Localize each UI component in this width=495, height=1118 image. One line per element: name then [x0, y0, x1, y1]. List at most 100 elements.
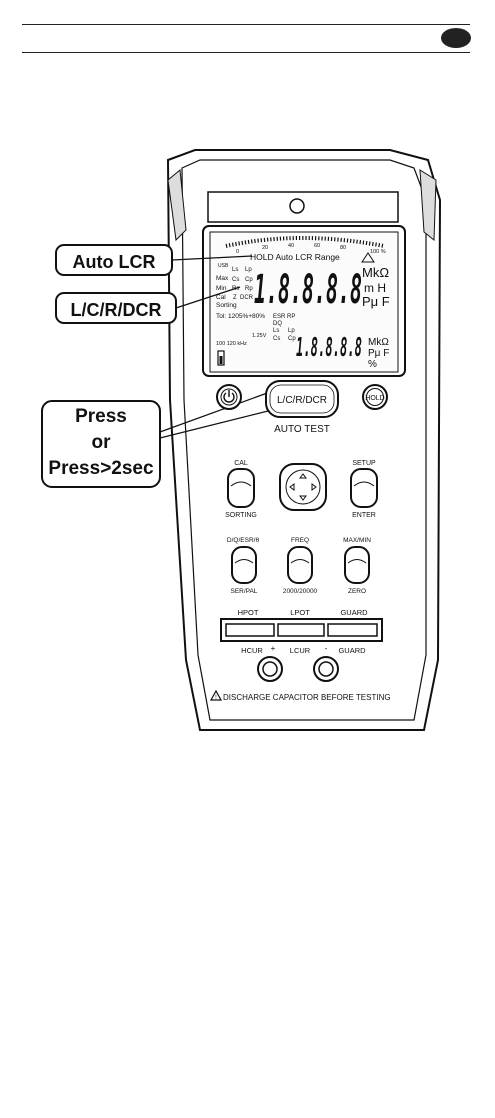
lcd-annunciator: 1.25V [252, 333, 267, 339]
setup-button-ridge [353, 481, 375, 487]
lcd-annunciator: 100 120 kHz [216, 341, 247, 347]
setup-enter-button[interactable] [350, 468, 378, 508]
dq-serpal-button[interactable] [231, 546, 257, 584]
lcd-scale-tick-label: 60 [314, 243, 320, 249]
lcd-annunciator: ESR RP [273, 314, 295, 320]
navigation-pad[interactable] [279, 463, 327, 511]
lcd-annunciator: Lp [288, 328, 295, 334]
lcd-bar-scale [225, 236, 385, 248]
lcd-annunciator: Cs [273, 336, 280, 342]
lcd-annunciator: Cs [232, 277, 239, 283]
ser-pal-label: SER/PAL [231, 588, 258, 595]
guard-top-label: GUARD [340, 608, 368, 617]
plus-label: + [271, 644, 276, 653]
top-window [207, 191, 399, 223]
minus-label: - [325, 644, 328, 653]
callout-press-line2: or [92, 432, 112, 453]
lcd-main-unit-2: Pμ F [362, 294, 390, 309]
lcr-dcr-key-label: L/C/R/DCR [277, 395, 327, 406]
dq-button-ridge [234, 559, 254, 564]
hcur-jack-inner [262, 661, 278, 677]
page-tab-marker [441, 28, 471, 48]
lcd-main-unit-1: m H [364, 281, 386, 295]
lcd-annunciator: Lp [245, 267, 252, 273]
hpot-terminal[interactable] [225, 623, 275, 637]
freq-button[interactable] [287, 546, 313, 584]
power-icon [223, 390, 235, 403]
dq-esr-label: D/Q/ESR/θ [227, 537, 260, 544]
callout-auto-lcr-leader [171, 255, 253, 261]
lcd-top-line: HOLD Auto LCR Range [250, 252, 340, 262]
lcd-annunciator: DQ [273, 321, 282, 327]
mount-hole-icon [289, 198, 305, 214]
callout-press-leader-b [159, 409, 273, 439]
lcd-annunciator: DCR [240, 295, 254, 301]
lcd-left-annunciators: USBLsLpMaxCsCpMinRsRpCalZDCRSortingTol:1… [216, 263, 296, 347]
lpot-terminal[interactable] [277, 623, 325, 637]
hcur-label: HCUR [241, 646, 263, 655]
maxmin-label: MAX/MIN [343, 537, 371, 544]
header-rule-top [22, 24, 470, 25]
lcd-annunciator: Cp [245, 277, 253, 283]
lcr-dcr-key-inner [269, 384, 335, 414]
freq-label: FREQ [291, 537, 309, 544]
setup-label: SETUP [352, 460, 376, 467]
nav-down-icon[interactable] [299, 495, 307, 501]
nav-up-icon[interactable] [299, 473, 307, 479]
battery-icon [217, 350, 225, 366]
maxmin-zero-button[interactable] [344, 546, 370, 584]
lcd-scale-tick-label: 40 [288, 243, 294, 249]
callout-press-box [41, 400, 161, 488]
navigation-pad-ring [285, 469, 321, 505]
lcd-annunciator: Max [216, 275, 229, 282]
freq-button-ridge [290, 559, 310, 564]
cal-sorting-button[interactable] [227, 468, 255, 508]
nav-left-icon[interactable] [289, 483, 295, 491]
lcur-label: LCUR [290, 646, 311, 655]
callout-press-leader-a [159, 391, 271, 433]
lcd-sub-unit-2: % [368, 359, 377, 370]
lcur-jack[interactable] [313, 656, 339, 682]
enter-label: ENTER [352, 512, 376, 519]
maxmin-button-ridge [347, 559, 367, 564]
warning-text: DISCHARGE CAPACITOR BEFORE TESTING [223, 693, 391, 702]
battery-fill [219, 356, 223, 364]
cal-button-ridge [230, 481, 252, 487]
lcd-annunciator: Tol: [216, 313, 226, 320]
lcd-annunciator: 1205%+80% [228, 313, 265, 320]
lcd-main-unit-0: MkΩ [362, 265, 389, 280]
nav-right-icon[interactable] [311, 483, 317, 491]
lcd-annunciator: Cp [288, 336, 296, 342]
power-button-inner [220, 388, 238, 406]
sorting-label: SORTING [225, 512, 257, 519]
lcd-scale-tick-label: 20 [262, 245, 268, 251]
hcur-jack[interactable] [257, 656, 283, 682]
lcd-annunciator: Min [216, 285, 227, 292]
meter-inner-outline [181, 159, 427, 721]
lcd-annunciator: Z [233, 295, 237, 301]
lcur-jack-inner [318, 661, 334, 677]
cal-label: CAL [234, 460, 248, 467]
callout-press-line3: Press>2sec [48, 458, 154, 479]
lcd-annunciator: Ls [273, 328, 279, 334]
meter-side-left [167, 169, 187, 242]
lcd-annunciator: Rp [245, 286, 253, 292]
lcd-annunciator: USB [218, 263, 229, 269]
lcd-annunciator: Cal [216, 294, 226, 301]
guard-bottom-label: GUARD [338, 646, 366, 655]
callout-press-line1: Press [75, 406, 127, 427]
callout-auto-lcr: Auto LCR [73, 252, 156, 272]
header-rule-bottom [22, 52, 470, 53]
callout-lcr-dcr-leader [175, 286, 241, 309]
warning-exclamation: ! [215, 695, 217, 701]
meter-side-right [419, 169, 437, 242]
hold-button-inner [366, 388, 384, 406]
guard-terminal[interactable] [327, 623, 378, 637]
lcd-annunciator: Ls [232, 267, 238, 273]
lcr-dcr-key[interactable] [265, 380, 339, 418]
zero-label: ZERO [348, 588, 366, 595]
lcd-scale-tick-label: 100 % [370, 249, 386, 255]
lcd-sub-digits: 1.8.8.8.8 [296, 333, 362, 363]
